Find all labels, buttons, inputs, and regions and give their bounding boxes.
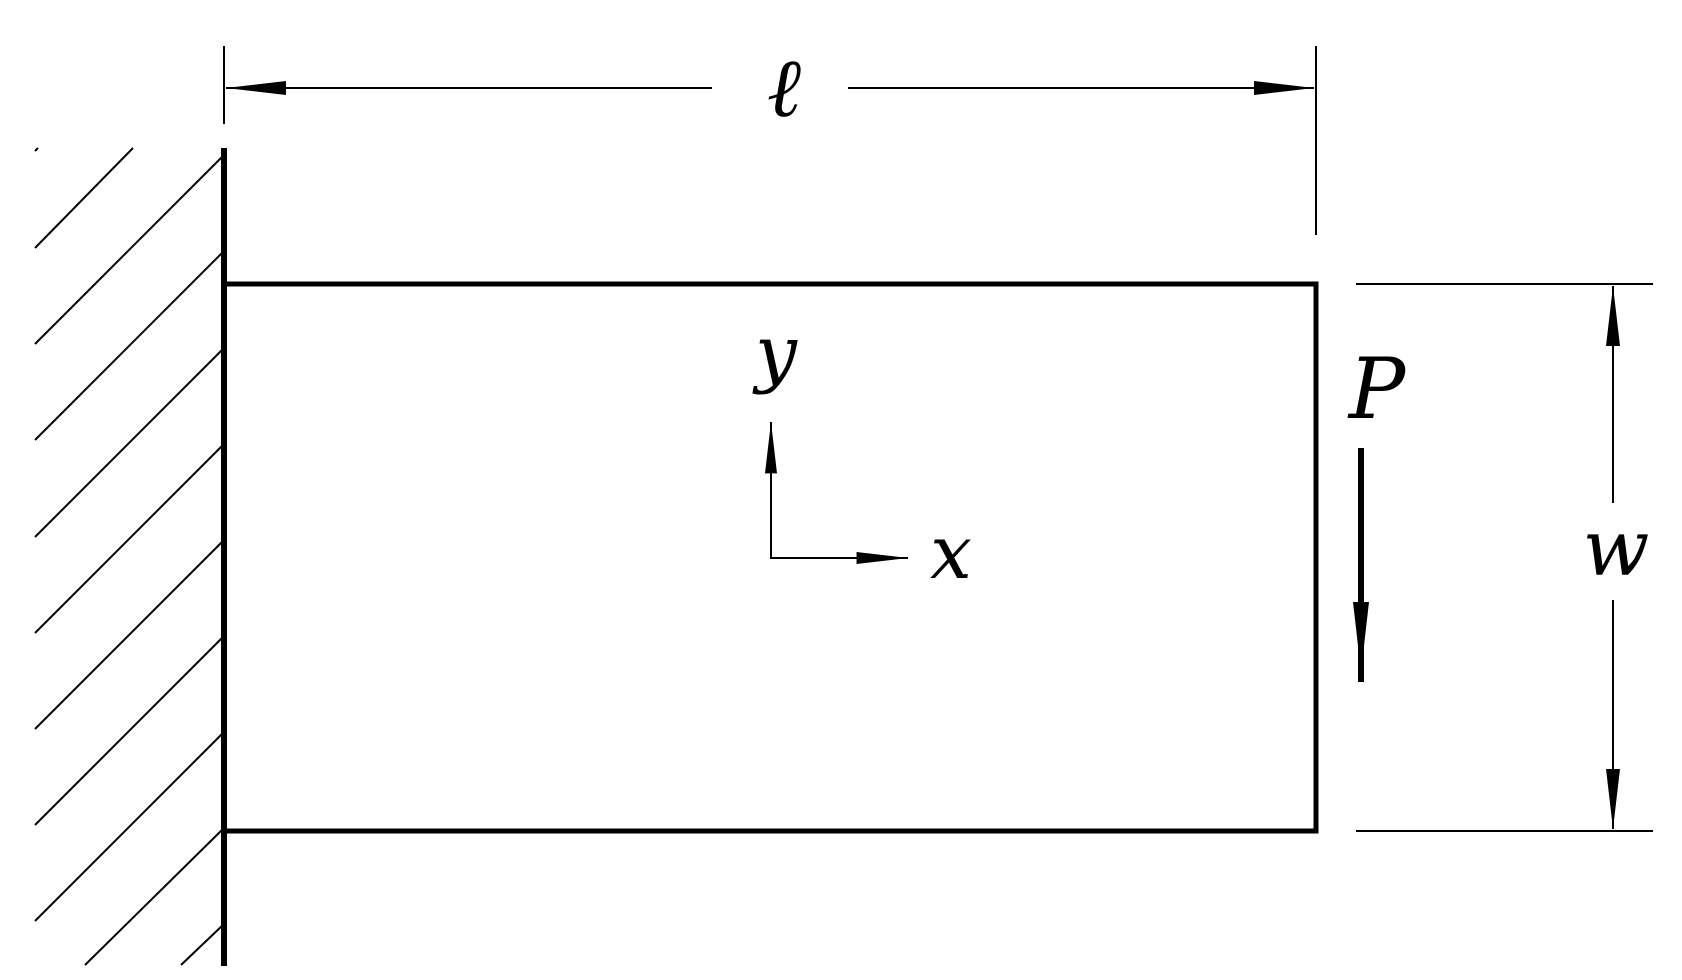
width-dimension — [1356, 283, 1653, 832]
coordinate-axes — [765, 422, 909, 564]
length-dimension — [223, 46, 1317, 235]
beam-body — [221, 281, 1319, 834]
load-arrowhead — [1353, 602, 1369, 672]
wall-hatching — [34, 147, 225, 966]
y-axis-label: y — [752, 310, 798, 396]
width-label: w — [1583, 504, 1650, 594]
x-axis-label: x — [930, 510, 972, 596]
length-label: ℓ — [767, 41, 801, 136]
load-label: P — [1347, 340, 1407, 438]
